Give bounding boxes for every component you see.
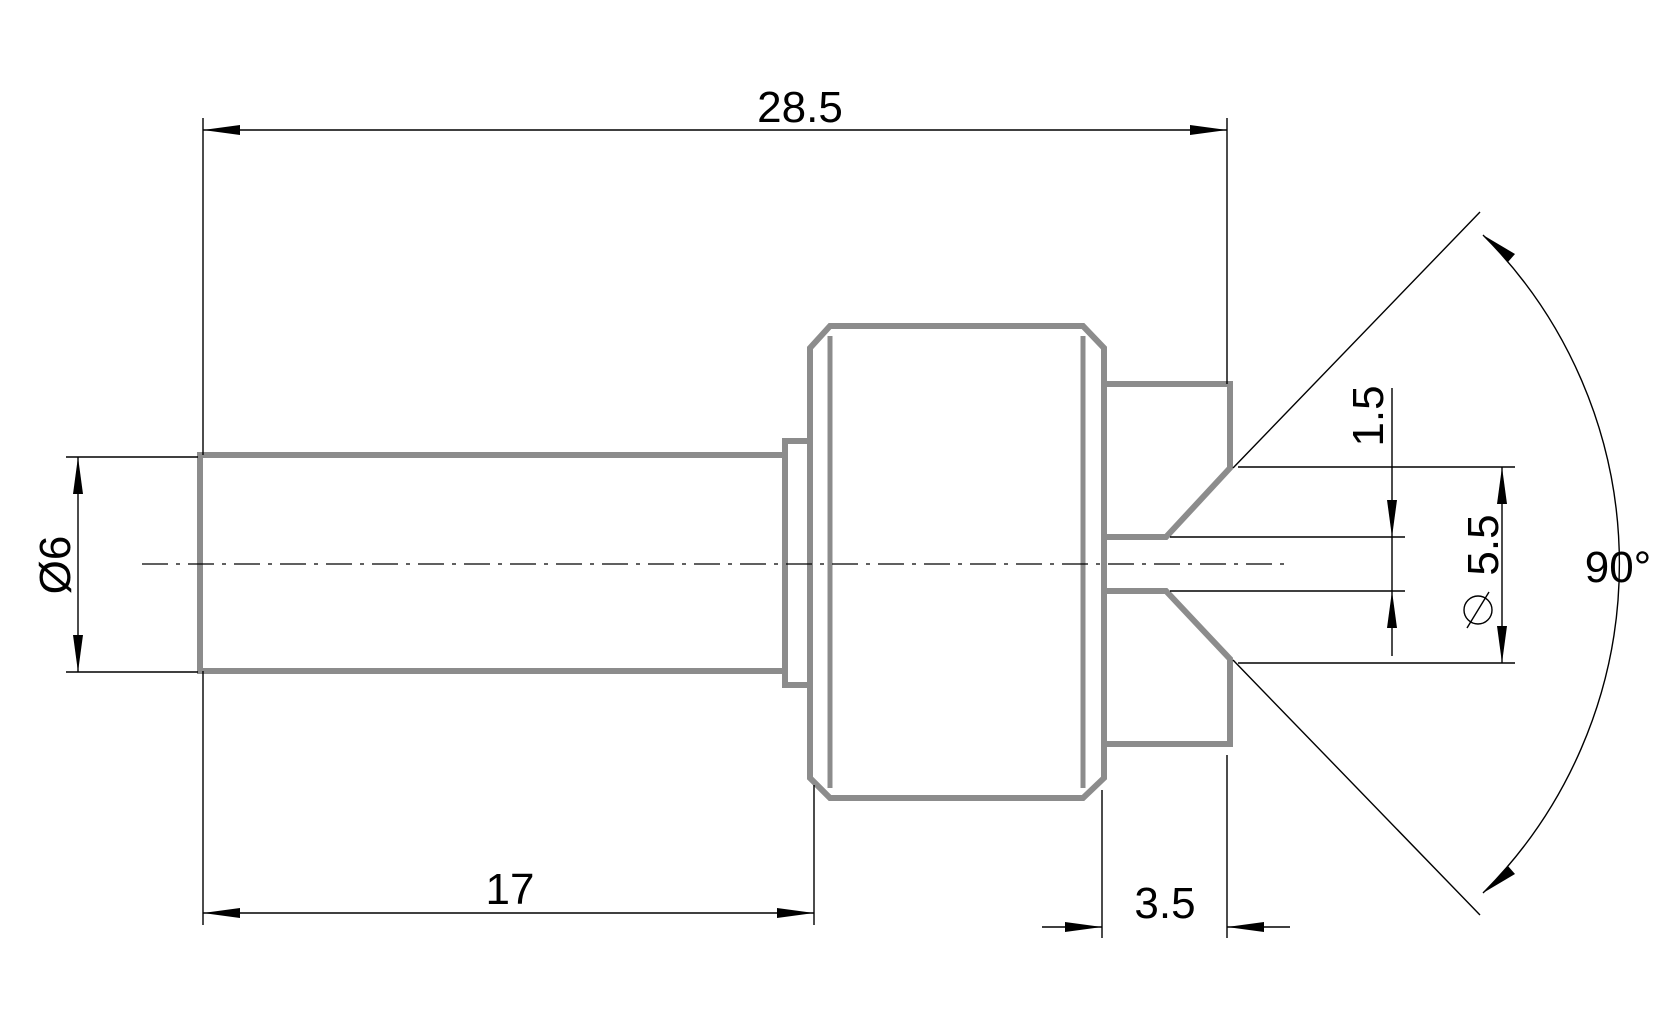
tip-lower — [1101, 588, 1233, 747]
dimension-cone-diameter: 5.5 — [1238, 466, 1515, 664]
dimension-bore-diameter: 1.5 — [1170, 385, 1405, 656]
overall-length-label: 28.5 — [757, 83, 843, 132]
dimension-cone-angle: 90° — [1232, 211, 1652, 916]
shank-diameter-label: Ø6 — [31, 536, 80, 595]
shank-length-label: 17 — [486, 865, 535, 914]
dimension-overall-length: 28.5 — [202, 83, 1228, 455]
bore-diameter-label: 1.5 — [1344, 385, 1393, 446]
dimension-shank-diameter: Ø6 — [31, 456, 198, 673]
cone-angle-label: 90° — [1585, 543, 1652, 592]
shank — [197, 452, 788, 674]
part-outline — [197, 323, 1233, 801]
collar-step — [782, 438, 813, 688]
dimension-tip-length: 3.5 — [1042, 755, 1290, 938]
dimension-shank-length: 17 — [202, 671, 815, 925]
cone-diameter-label: 5.5 — [1459, 514, 1508, 575]
tip-upper — [1101, 381, 1233, 540]
main-body — [807, 323, 1107, 801]
tip-length-label: 3.5 — [1134, 879, 1195, 928]
diameter-symbol-icon — [1463, 595, 1493, 625]
